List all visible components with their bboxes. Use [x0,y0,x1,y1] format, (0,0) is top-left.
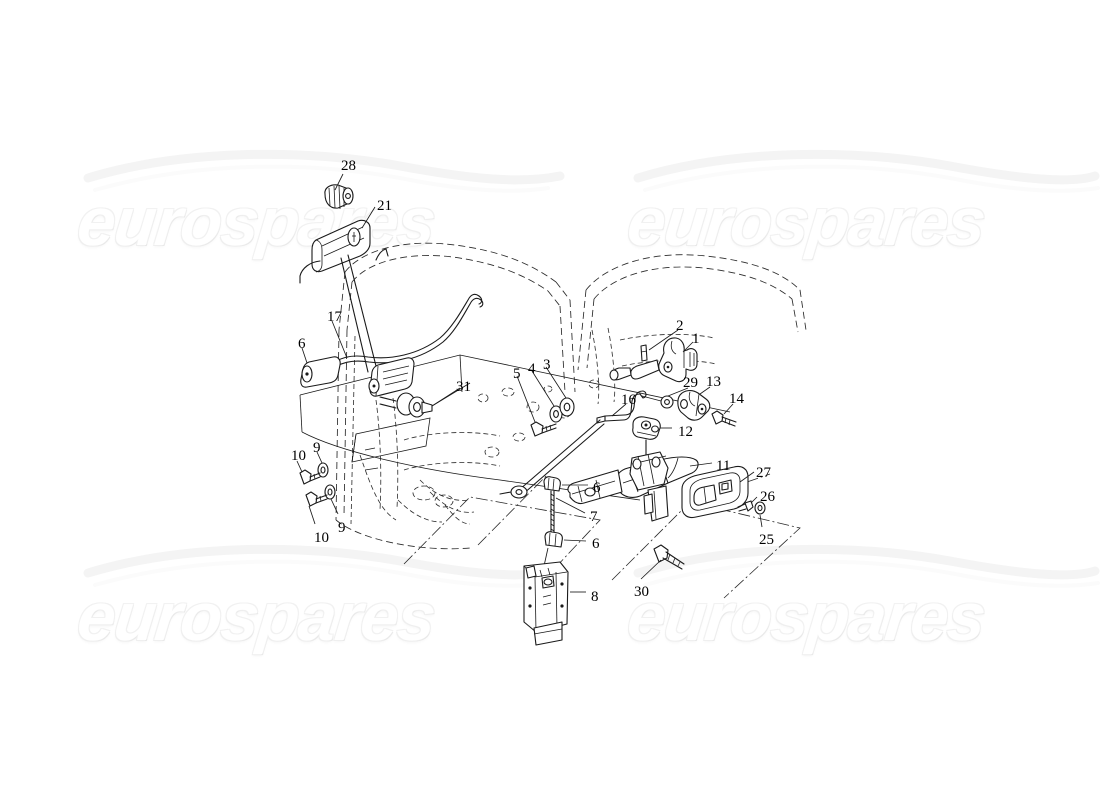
callout-6b: 6 [593,480,601,496]
callout-16: 16 [621,392,636,408]
part-4-washer-small [531,370,563,423]
callout-26: 26 [760,489,775,505]
part-2-latch-pin [640,329,679,362]
callout-13: 13 [706,374,721,390]
part-30-self-tapping-screw [640,544,685,580]
part-6-clip-mid [543,476,588,492]
part-31-latch-plate [368,357,471,418]
callout-7: 7 [590,509,598,525]
part-7-rod [550,490,586,535]
callout-1: 1 [692,331,700,347]
part-27-handle-bezel [681,465,755,519]
part-8-lock-actuator [523,561,586,646]
callout-27: 27 [756,465,771,481]
callout-9a: 9 [313,440,321,456]
part-13-striker-bracket [677,386,711,421]
callout-12: 12 [678,424,693,440]
callout-6a: 6 [298,336,306,352]
callout-31: 31 [456,379,471,395]
part-21-exterior-handle [299,206,389,373]
callout-3: 3 [543,357,551,373]
part-9-washer-upper [316,451,329,478]
callout-11: 11 [716,458,731,474]
callout-21: 21 [377,198,392,214]
part-12-rod-guide [632,416,672,463]
part-11-inner-handle-mechanism [567,451,713,522]
callout-28: 28 [341,158,356,174]
callout-25: 25 [759,532,774,548]
callout-5: 5 [513,366,521,382]
callout-17: 17 [327,309,342,325]
callout-6c: 6 [592,536,600,552]
callout-10a: 10 [291,448,306,464]
part-14-striker-screw [711,403,737,427]
part-9-washer-lower [324,484,339,515]
part-1-latch-lever [609,337,698,383]
part-28-lock-barrel [324,173,354,210]
part-5-bolt [516,375,557,437]
callout-29: 29 [683,375,698,391]
part-10-bolt-lower [305,491,328,525]
part-17-cable-rod [331,293,484,367]
door-body-outline-ghost [299,242,807,599]
callout-10b: 10 [314,530,329,546]
callout-14: 14 [729,391,744,407]
callout-9b: 9 [338,520,346,536]
callout-2: 2 [676,318,684,334]
callout-4: 4 [528,361,536,377]
part-26-screw [737,496,758,512]
part-3-washer-large [545,366,575,417]
callout-30: 30 [634,584,649,600]
part-16-link-rod [499,390,647,499]
part-10-bolt-upper [296,460,321,485]
part-6-clip-lower [543,531,587,567]
callout-8: 8 [591,589,599,605]
part-25-nut [754,501,766,528]
part-6-clip-left [300,347,341,388]
